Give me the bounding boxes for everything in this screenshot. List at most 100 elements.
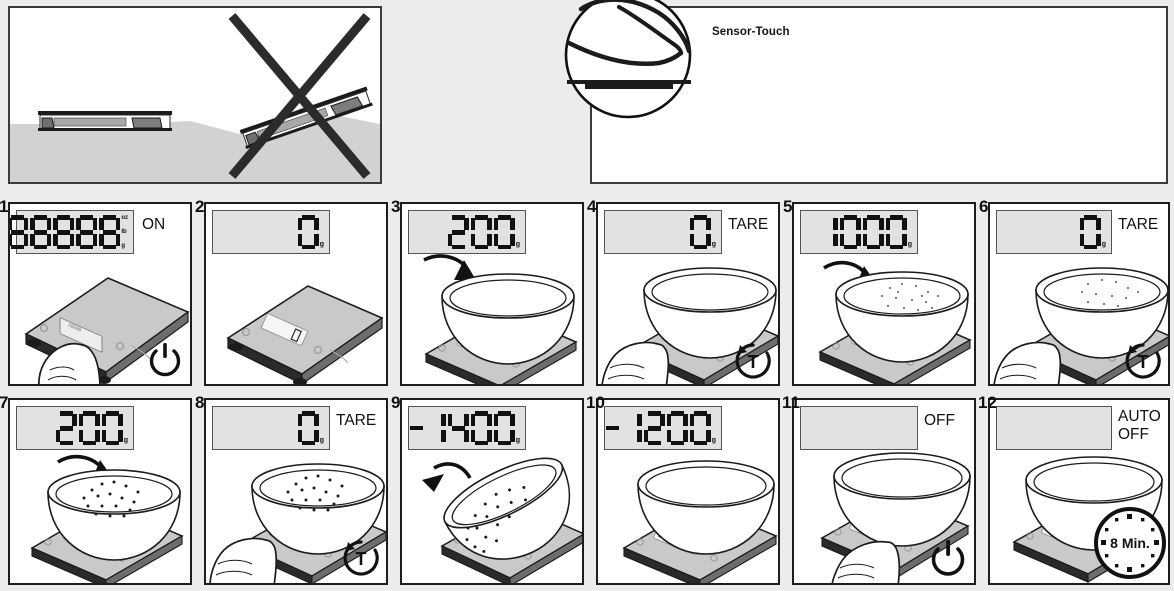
scale-placement-panel <box>8 6 382 184</box>
power-icon <box>930 539 966 577</box>
step-number: 10 <box>586 393 605 412</box>
step-panel-6: 6 g TARE <box>979 196 1174 392</box>
clock-label: 8 Min. <box>1110 535 1150 551</box>
bowl-on-scale-illustration <box>601 267 778 384</box>
lcd-digit <box>53 215 75 249</box>
ingredient-dark <box>286 474 344 512</box>
mixing-bowl <box>835 271 969 363</box>
step-number: 8 <box>195 393 205 412</box>
lcd-display: g <box>800 210 918 254</box>
lcd-digit <box>78 411 100 445</box>
pressing-hand <box>993 341 1062 384</box>
step-panel-10: 10 g <box>586 392 784 591</box>
lcd-digit <box>839 215 861 249</box>
lcd-digit <box>425 411 446 445</box>
lcd-minus-sign <box>409 425 423 431</box>
lcd-digit <box>101 411 123 445</box>
lcd-display: g <box>212 406 330 450</box>
lcd-unit: g <box>1101 241 1106 248</box>
lcd-digit <box>862 215 884 249</box>
step-frame: g <box>204 202 388 386</box>
lcd-caption: OFF <box>924 412 955 429</box>
bowl-lifted-illustration: 1400 <box>422 457 582 583</box>
mixing-bowl <box>1035 267 1168 359</box>
lcd-digit <box>10 215 29 249</box>
step-frame: g 1400 <box>400 398 584 585</box>
lcd-display: g <box>212 210 330 254</box>
lcd-display: oz lb g <box>10 210 134 254</box>
step-number: 9 <box>391 393 401 412</box>
step-panel-8: 8 g TARE <box>195 392 392 591</box>
step-panel-3: 3 g <box>391 196 588 392</box>
ingredient-light <box>881 283 939 311</box>
step-number: 1 <box>0 197 9 216</box>
lcd-unit: g <box>515 437 520 444</box>
placement-illustration <box>10 13 380 182</box>
lcd-digit <box>689 215 711 249</box>
pressing-hand <box>209 537 278 583</box>
step-frame: g 200 <box>8 398 192 585</box>
lcd-caption: TARE <box>728 216 769 233</box>
lcd-caption: ON <box>142 216 166 233</box>
scale-illustration <box>226 285 384 384</box>
lcd-unit: g <box>711 241 716 248</box>
lcd-digit <box>30 215 52 249</box>
unit-oz: oz <box>121 215 128 221</box>
lcd-digit <box>297 215 319 249</box>
ingredient-light <box>1081 279 1139 307</box>
step-panel-1: 1 oz lb g ON <box>0 196 196 392</box>
step-panel-7: 7 g <box>0 392 196 591</box>
step-panel-9: 9 g <box>391 392 588 591</box>
step-frame: oz lb g ON <box>8 202 192 386</box>
lcd-display <box>800 406 918 450</box>
mixing-bowl <box>441 273 575 365</box>
step-number: 7 <box>0 393 9 412</box>
mixing-bowl <box>833 452 971 547</box>
step-number: 3 <box>391 197 401 216</box>
lcd-digit <box>447 215 469 249</box>
step-frame: AUTO OFF <box>988 398 1170 585</box>
tare-icon: T <box>342 539 380 577</box>
lcd-display: g <box>408 210 526 254</box>
bowl-on-scale-illustration <box>820 452 971 583</box>
lcd-caption-line1: AUTO <box>1118 408 1161 425</box>
mixing-bowl <box>251 463 385 555</box>
lcd-digit <box>447 411 469 445</box>
lcd-digit <box>470 411 492 445</box>
lcd-unit: g <box>319 437 324 444</box>
lcd-digit <box>470 215 492 249</box>
lcd-unit: g <box>515 241 520 248</box>
step-frame: g 1000 <box>792 202 976 386</box>
step-number: 6 <box>979 197 989 216</box>
lcd-display: g <box>16 406 134 450</box>
step-number: 2 <box>195 197 205 216</box>
lcd-digit <box>493 411 515 445</box>
ingredient-dark <box>82 480 140 518</box>
tare-icon: T <box>1124 342 1162 380</box>
lcd-caption: TARE <box>336 412 377 429</box>
step-panel-5: 5 g <box>783 196 980 392</box>
pouring-ingredient <box>465 485 528 553</box>
step-frame: OFF <box>792 398 976 585</box>
step-number: 11 <box>782 393 800 412</box>
bowl-on-scale-illustration: 1200 <box>622 460 778 583</box>
lcd-minus-sign <box>605 425 619 431</box>
unit-lb: lb <box>121 229 127 235</box>
mixing-bowl <box>47 469 181 561</box>
step-grid: 1 oz lb g ON <box>0 196 1174 591</box>
lcd-caption-line2: OFF <box>1118 425 1149 443</box>
mixing-bowl-tilted <box>443 457 571 560</box>
unit-g: g <box>121 243 125 249</box>
lcd-unit-markers: oz lb g <box>121 215 128 249</box>
lcd-digit <box>817 215 838 249</box>
bowl-on-scale-illustration: 200 <box>423 254 578 384</box>
lcd-display <box>996 406 1112 450</box>
step-frame: g 200 <box>400 202 584 386</box>
lcd-digit <box>99 215 121 249</box>
lcd-digit <box>666 411 688 445</box>
lcd-caption: AUTO OFF <box>1118 408 1161 444</box>
bowl-on-scale-illustration: 200 <box>30 454 184 583</box>
lcd-unit: g <box>711 437 716 444</box>
bowl-on-scale-illustration <box>209 463 386 583</box>
